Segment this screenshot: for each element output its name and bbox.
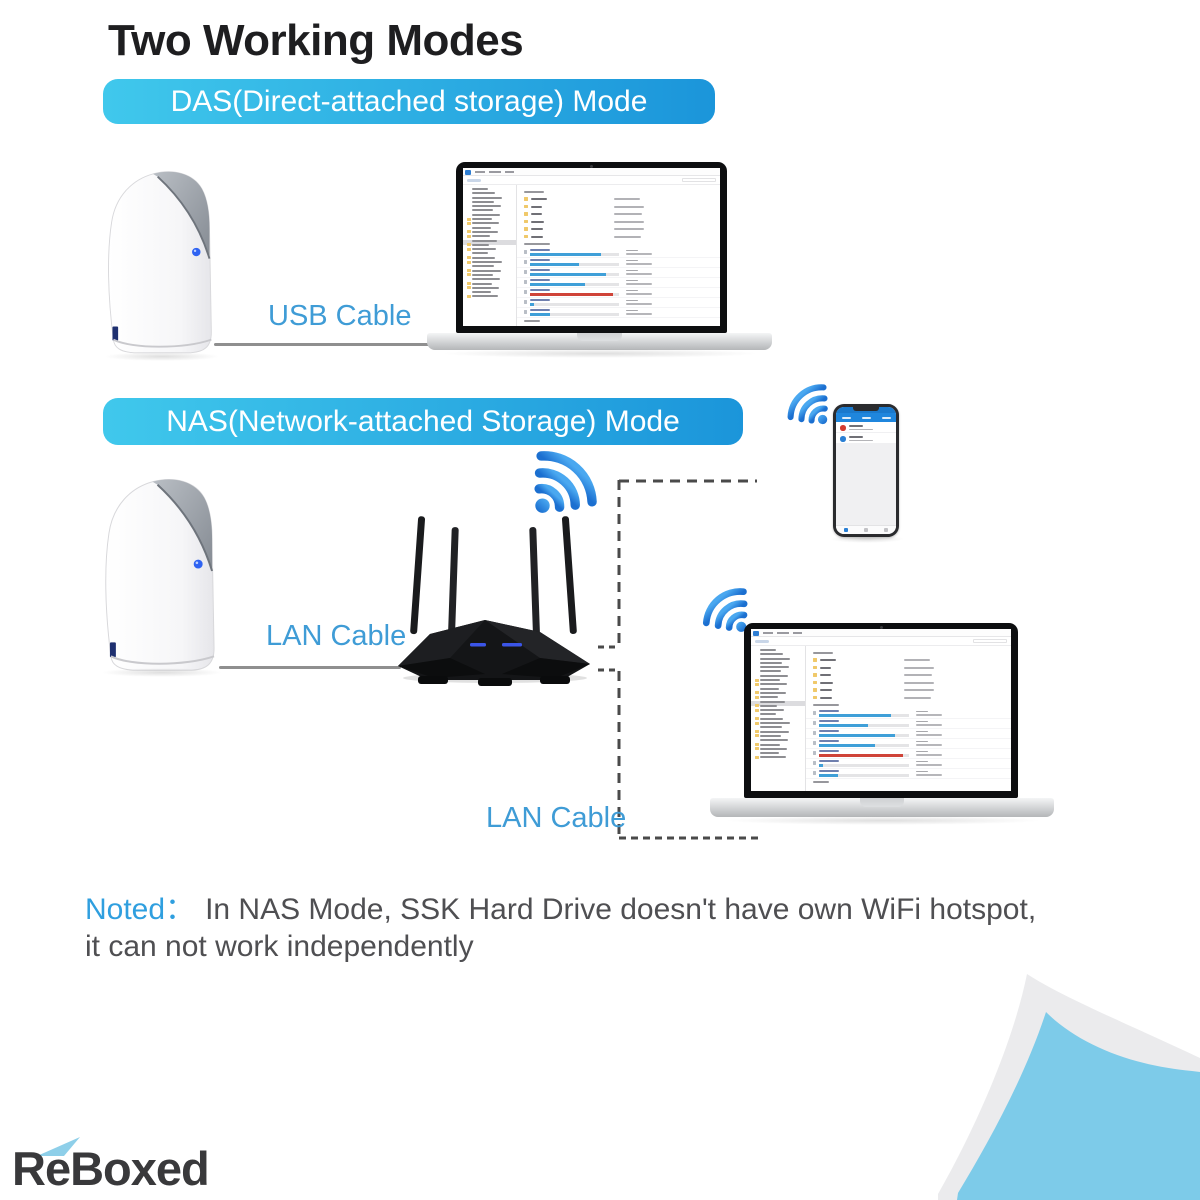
note-line-2: it can not work independently	[85, 930, 474, 963]
phone-shadow	[830, 535, 904, 543]
explorer-folder-row	[806, 657, 1011, 665]
hard-drive-illustration	[105, 479, 215, 671]
note-prefix: Noted：	[85, 893, 196, 926]
phone-storage-list	[836, 422, 896, 444]
lan-cable-label-router: LAN Cable	[266, 620, 407, 652]
laptop-nas-display-file-explorer	[751, 629, 1011, 791]
hard-drive-das-shadow	[104, 352, 220, 361]
explorer-drive-row	[516, 288, 720, 298]
explorer-folder-row	[517, 226, 720, 234]
explorer-nav-buttons	[467, 178, 481, 182]
explorer-drive-row	[805, 749, 1011, 759]
page-curl-decoration	[938, 974, 1200, 1200]
dashed-connector-lines	[598, 479, 758, 840]
wifi-icon-laptop	[685, 568, 772, 653]
explorer-drive-row	[516, 248, 720, 258]
laptop-camera-dot	[590, 164, 593, 168]
explorer-folder-row	[517, 219, 720, 227]
router-body	[398, 620, 590, 686]
explorer-folder-row	[517, 234, 720, 242]
explorer-nav-buttons	[755, 639, 769, 643]
phone-storage-item	[836, 422, 896, 433]
brand-logo: ReBoxed	[12, 1142, 210, 1195]
explorer-folder-row	[517, 204, 720, 212]
wifi-icon-phone	[771, 367, 850, 445]
lan-cable-label-laptop: LAN Cable	[486, 802, 627, 834]
note-text-block: Noted： In NAS Mode, SSK Hard Drive doesn'…	[85, 891, 1145, 965]
phone-nav-home-icon	[844, 528, 848, 532]
phone-notch	[853, 407, 879, 411]
explorer-drive-row	[805, 729, 1011, 739]
phone-nav-icon	[884, 528, 888, 532]
nas-mode-banner-label: NAS(Network-attached Storage) Mode	[166, 404, 680, 438]
explorer-drive-row	[516, 308, 720, 318]
explorer-folder-row	[806, 665, 1011, 673]
note-line-1: Noted： In NAS Mode, SSK Hard Drive doesn'…	[85, 891, 1145, 928]
hard-drive-das	[104, 162, 217, 360]
router-illustration	[398, 516, 590, 686]
laptop-nas-screen	[744, 623, 1018, 798]
das-mode-banner-label: DAS(Direct-attached storage) Mode	[170, 84, 648, 118]
usb-cable-line	[214, 343, 442, 346]
hard-drive-nas	[101, 471, 220, 676]
explorer-address-bar	[751, 637, 1011, 646]
hard-drive-nas-shadow	[101, 668, 223, 677]
laptop-nas-base	[710, 798, 1054, 817]
explorer-address-bar	[463, 176, 720, 185]
explorer-window-icon	[753, 630, 759, 636]
phone-bottom-nav	[836, 525, 896, 534]
phone-nav-icon	[864, 528, 868, 532]
explorer-drive-row	[805, 739, 1011, 749]
page-title: Two Working Modes	[108, 16, 524, 65]
laptop-nas-shadow	[724, 816, 1042, 825]
explorer-main-panel	[516, 185, 720, 326]
explorer-drive-row	[805, 759, 1011, 769]
explorer-folder-row	[806, 672, 1011, 680]
laptop-das-base	[427, 333, 772, 350]
explorer-folder-row	[806, 695, 1011, 703]
explorer-drive-row	[805, 769, 1011, 779]
explorer-folder-row	[806, 680, 1011, 688]
lan-cable-line-router	[219, 666, 401, 669]
hard-drive-illustration	[108, 171, 212, 354]
logo-page-fold-icon	[37, 1137, 80, 1156]
explorer-drive-row	[516, 268, 720, 278]
explorer-folder-row	[517, 196, 720, 204]
explorer-drive-row	[516, 278, 720, 288]
wifi-icon-router	[501, 424, 623, 545]
explorer-drive-row	[805, 709, 1011, 719]
explorer-menubar	[751, 629, 1011, 637]
usb-cable-label: USB Cable	[268, 300, 412, 332]
smartphone	[833, 404, 899, 537]
explorer-menubar	[463, 168, 720, 176]
explorer-drive-row	[516, 258, 720, 268]
explorer-window-icon	[465, 169, 471, 175]
phone-app-tabs	[836, 413, 896, 422]
das-mode-banner: DAS(Direct-attached storage) Mode	[103, 79, 715, 124]
explorer-search-box	[973, 639, 1007, 643]
explorer-sidebar-tree	[463, 185, 517, 326]
explorer-main-panel	[805, 646, 1011, 791]
explorer-folder-row	[517, 211, 720, 219]
explorer-folder-row	[806, 687, 1011, 695]
explorer-search-box	[682, 178, 716, 182]
laptop-das-screen	[456, 162, 727, 333]
nas-mode-banner: NAS(Network-attached Storage) Mode	[103, 398, 743, 445]
explorer-drive-row	[516, 298, 720, 308]
router-antennas	[410, 516, 577, 636]
explorer-sidebar-tree	[751, 646, 806, 791]
smartphone-screen	[836, 407, 896, 534]
explorer-drive-row	[805, 719, 1011, 729]
page-curl-fill	[957, 1012, 1200, 1200]
phone-storage-item	[836, 433, 896, 444]
note-body-1: In NAS Mode, SSK Hard Drive doesn't have…	[205, 893, 1037, 926]
laptop-das-shadow	[440, 349, 760, 358]
laptop-camera-dot	[879, 625, 883, 629]
laptop-das-display-file-explorer	[463, 168, 720, 326]
